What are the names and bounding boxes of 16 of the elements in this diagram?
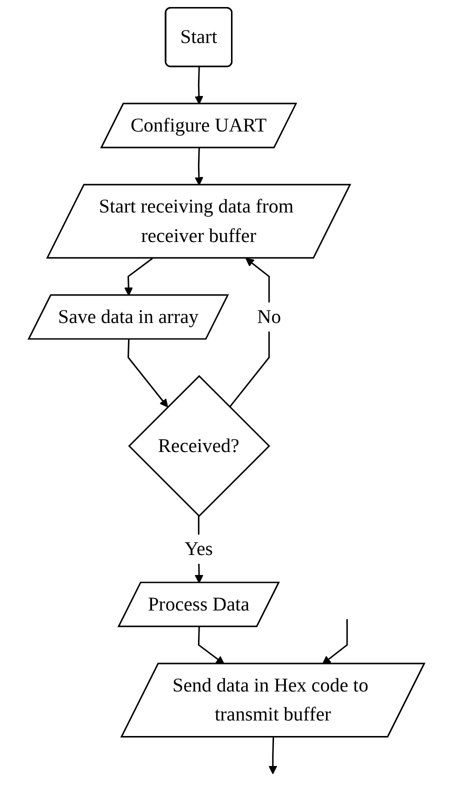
arrow — [128, 339, 168, 408]
terminal-box: Start — [164, 7, 232, 68]
arrow — [198, 626, 224, 664]
arrow — [322, 619, 348, 664]
arrow — [124, 258, 153, 296]
data-parallelogram: Send data in Hex code to transmit buffer — [120, 662, 426, 738]
arrow — [194, 66, 204, 104]
data-parallelogram: Start receiving data from receiver buffer — [46, 184, 352, 259]
arrow — [194, 148, 204, 186]
data-parallelogram: Configure UART — [100, 102, 298, 148]
data-parallelogram: Process Data — [117, 582, 280, 628]
arrow — [268, 737, 278, 774]
edge-label: No — [257, 302, 281, 332]
edge-label: Yes — [184, 534, 213, 564]
data-parallelogram: Save data in array — [28, 294, 229, 340]
decision-diamond: Received? — [128, 375, 270, 518]
